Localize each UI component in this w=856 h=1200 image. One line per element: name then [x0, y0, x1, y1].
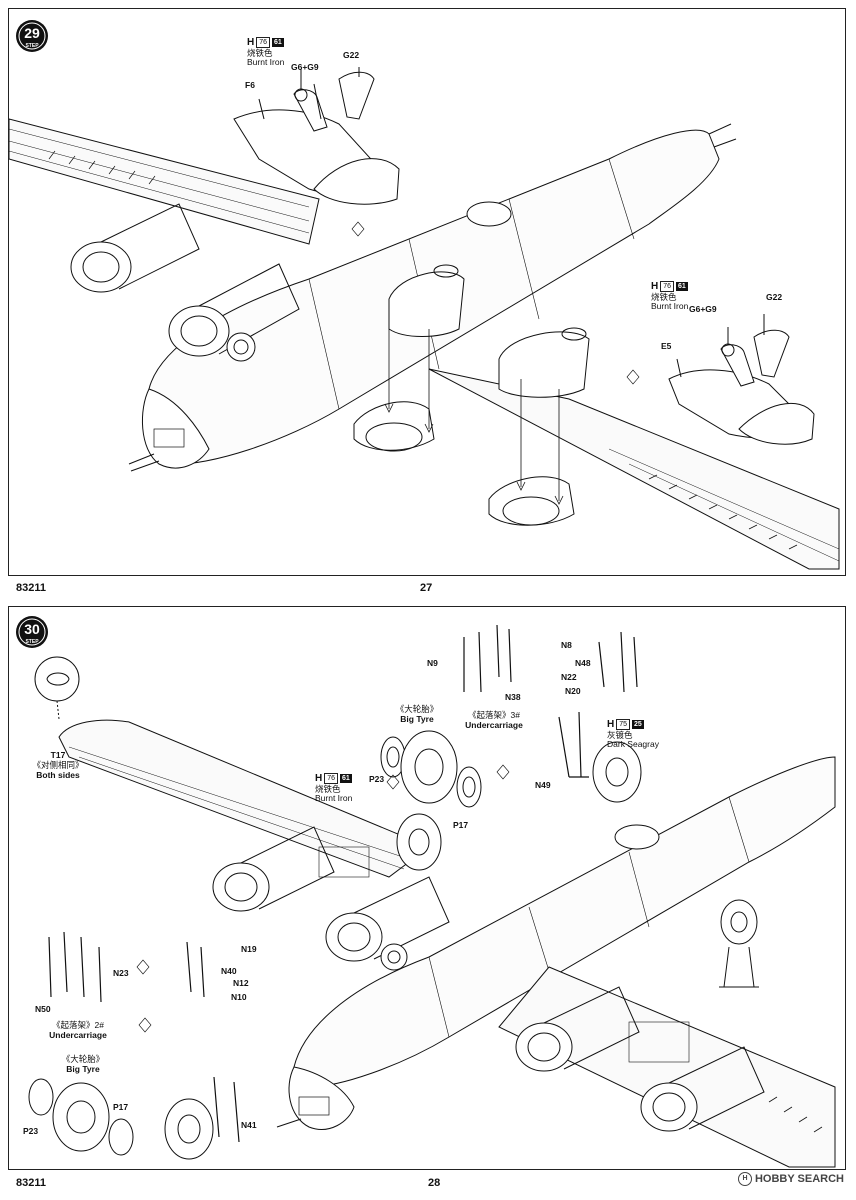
part-label: N48 — [575, 658, 591, 668]
step-word: STEP — [25, 43, 39, 49]
part-label: G22 — [766, 292, 783, 302]
paint-number-1: 76 — [324, 773, 339, 785]
watermark: H HOBBY SEARCH — [737, 1172, 844, 1186]
step-badge-icon: 30 STEP — [16, 616, 48, 648]
step-29-assembly-drawing — [9, 67, 840, 570]
paint-number-2: 61 — [340, 774, 352, 784]
paint-name-cn: 烧铁色 — [247, 47, 273, 58]
step-30-assembly-drawing — [28, 624, 836, 1168]
step-badge-icon: 29 STEP — [16, 20, 48, 52]
caption-en: Undercarriage — [465, 719, 523, 730]
paint-code: H — [651, 281, 659, 292]
caption-big-tyre-b: 《大轮胎》 Big Tyre — [53, 1054, 113, 1075]
paint-code: H — [315, 773, 323, 784]
paint-number-2: 61 — [272, 38, 284, 48]
paint-number-2: 25 — [632, 720, 644, 730]
part-label: N50 — [35, 1004, 51, 1014]
paint-code: H — [607, 719, 615, 730]
paint-number-1: 76 — [660, 281, 675, 293]
paint-name-cn: 烧铁色 — [651, 291, 677, 302]
caption-cn: 《起落架》3# — [468, 710, 520, 720]
caption-undercarriage-2: 《起落架》2# Undercarriage — [33, 1020, 123, 1041]
step-word: STEP — [25, 639, 39, 645]
caption-undercarriage-3: 《起落架》3# Undercarriage — [449, 710, 539, 731]
caption-en: Both sides — [36, 769, 80, 780]
step-30-panel: 30 STEP T17 《对侧相同》 Both sides H 76 61 烧铁… — [8, 606, 846, 1170]
paint-name-en: Burnt Iron — [315, 793, 353, 804]
page-number: 28 — [428, 1177, 441, 1189]
page-number: 27 — [420, 582, 433, 594]
caption-en: Undercarriage — [49, 1029, 107, 1040]
caption-cn: 《大轮胎》 — [61, 1054, 105, 1064]
paint-number-1: 76 — [256, 37, 271, 49]
part-label: N22 — [561, 672, 577, 682]
part-label: T17 — [50, 750, 66, 760]
paint-number-1: 75 — [616, 719, 631, 731]
caption-t17: T17 《对侧相同》 Both sides — [23, 750, 93, 780]
hobby-search-logo-icon: H — [737, 1172, 752, 1186]
paint-name-cn: 烧铁色 — [315, 783, 341, 794]
caption-cn: 《大轮胎》 — [395, 704, 439, 714]
part-label: F6 — [245, 80, 255, 90]
part-label: P17 — [113, 1102, 129, 1112]
part-label: G6+G9 — [291, 62, 319, 72]
paint-callout-burnt-iron-right: H 76 61 烧铁色 Burnt Iron — [651, 281, 688, 312]
paint-callout-burnt-iron-left: H 76 61 烧铁色 Burnt Iron — [247, 37, 284, 68]
step-number: 29 — [24, 25, 40, 41]
paint-callout-burnt-iron: H 76 61 烧铁色 Burnt Iron — [315, 773, 352, 804]
part-label: N12 — [233, 978, 249, 988]
part-label: P17 — [453, 820, 469, 830]
watermark-text: HOBBY SEARCH — [754, 1173, 844, 1185]
part-label: N23 — [113, 968, 129, 978]
part-label: N38 — [505, 692, 521, 702]
caption-cn: 《对侧相同》 — [32, 759, 84, 770]
part-label: N20 — [565, 686, 581, 696]
paint-name-en: Dark Seagray — [607, 739, 659, 750]
paint-name-en: Burnt Iron — [651, 301, 689, 312]
part-label: P23 — [369, 774, 385, 784]
part-label: N9 — [427, 658, 438, 668]
part-label: G22 — [343, 50, 360, 60]
step-number: 30 — [24, 621, 40, 637]
part-label: N49 — [535, 780, 551, 790]
paint-code: H — [247, 37, 255, 48]
part-label: E5 — [661, 341, 672, 351]
caption-en: Big Tyre — [400, 713, 434, 724]
part-label: P23 — [23, 1126, 39, 1136]
part-label: N19 — [241, 944, 257, 954]
caption-cn: 《起落架》2# — [52, 1020, 104, 1030]
paint-name-cn: 灰镀色 — [607, 729, 633, 740]
page-code: 83211 — [16, 582, 46, 594]
page-code: 83211 — [16, 1177, 46, 1189]
caption-big-tyre-a: 《大轮胎》 Big Tyre — [387, 704, 447, 725]
paint-number-2: 61 — [676, 282, 688, 292]
part-label: G6+G9 — [689, 304, 717, 314]
part-label: N8 — [561, 640, 572, 650]
paint-name-en: Burnt Iron — [247, 57, 285, 68]
paint-callout-dark-seagray: H 75 25 灰镀色 Dark Seagray — [607, 719, 659, 750]
step-29-panel: 29 STEP H 76 61 烧铁色 Burnt Iron G6+G9 G22… — [8, 8, 846, 576]
caption-en: Big Tyre — [66, 1063, 100, 1074]
part-label: N41 — [241, 1120, 257, 1130]
part-label: N40 — [221, 966, 237, 976]
part-label: N10 — [231, 992, 247, 1002]
